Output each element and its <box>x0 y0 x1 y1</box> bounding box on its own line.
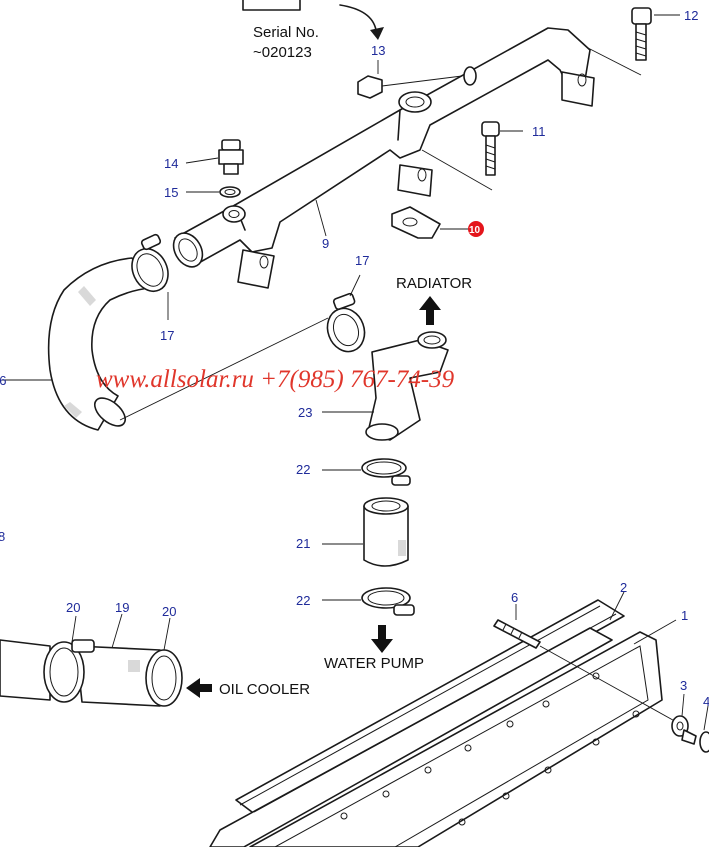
callout-4: 4 <box>703 694 709 709</box>
callout-15: 15 <box>164 185 178 200</box>
washer-15 <box>186 186 241 198</box>
washer-3 <box>671 693 697 745</box>
bolt-11 <box>421 121 523 191</box>
callout-20-right: 20 <box>162 604 176 619</box>
callout-23: 23 <box>298 405 312 420</box>
clamp-22-lower <box>322 587 415 616</box>
gasket-2 <box>209 591 625 847</box>
fitting-14 <box>185 139 244 175</box>
tube-21 <box>322 497 409 567</box>
stud-6 <box>493 604 681 725</box>
clamp-20-right <box>145 617 183 707</box>
watermark-text: www.allsolar.ru +7(985) 767-74-39 <box>96 366 455 393</box>
clamp-17-right <box>119 274 366 421</box>
gasket-10 <box>391 206 441 239</box>
callout-17-right: 17 <box>355 253 369 268</box>
washer-4 <box>699 705 709 753</box>
callout-22-upper: 22 <box>296 462 310 477</box>
callout-13: 13 <box>371 43 385 58</box>
callout-3: 3 <box>680 678 687 693</box>
water-manifold-pipe <box>172 27 595 289</box>
callout-12: 12 <box>684 8 698 23</box>
clamp-22-upper <box>322 458 411 486</box>
clamp-20-left <box>43 615 95 703</box>
callout-9: 9 <box>322 236 329 251</box>
callout-22-lower: 22 <box>296 593 310 608</box>
callout-11: 11 <box>532 124 546 139</box>
plate-1 <box>249 619 677 847</box>
radiator-label: RADIATOR <box>396 275 472 292</box>
callout-17-left: 17 <box>160 328 174 343</box>
serial-note: Serial No. ~020123 <box>242 0 384 61</box>
callout-1: 1 <box>681 608 688 623</box>
arrow-left-icon <box>186 678 212 698</box>
callout-8: 8 <box>0 529 5 544</box>
serial-line-2: ~020123 <box>253 44 312 61</box>
water-pump-label: WATER PUMP <box>324 655 424 672</box>
callout-10: 10 <box>469 225 481 236</box>
arrow-down-icon <box>371 625 393 653</box>
elbow-23 <box>322 331 449 441</box>
callout-19: 19 <box>115 600 129 615</box>
callout-16: 16 <box>0 373 6 388</box>
hose-16 <box>2 257 151 431</box>
callout-6: 6 <box>511 590 518 605</box>
callout-2: 2 <box>620 580 627 595</box>
callout-10-highlight: 10 <box>440 221 484 237</box>
arrow-up-icon <box>419 296 441 325</box>
serial-line-1: Serial No. <box>253 24 319 41</box>
callout-14: 14 <box>164 156 178 171</box>
callout-21: 21 <box>296 536 310 551</box>
arrow-icon <box>370 27 384 40</box>
hose-19 <box>0 613 173 707</box>
plug-13 <box>357 60 463 99</box>
clamp-17-left <box>131 233 169 320</box>
oil-cooler-label: OIL COOLER <box>219 681 310 698</box>
bolt-12 <box>587 7 680 76</box>
callout-20-left: 20 <box>66 600 80 615</box>
